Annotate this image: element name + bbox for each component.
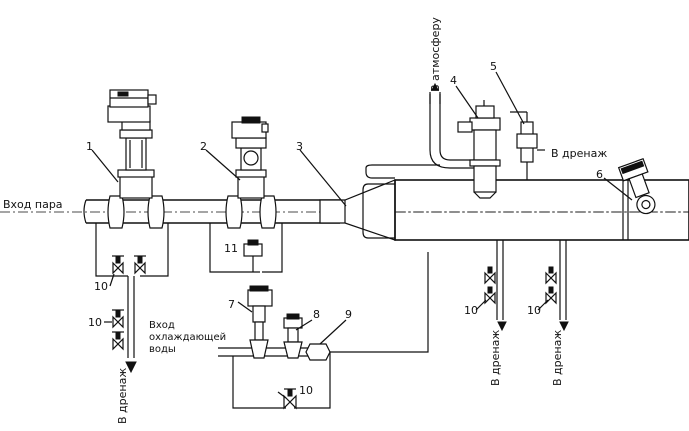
cooling-water-label-3: воды [149,344,176,355]
position-9: 9 [345,308,352,321]
position-5: 5 [490,60,497,73]
position-11: 11 [224,242,238,255]
steam-inlet-label: Вход пара [3,198,63,211]
valve-10-bottom [283,388,297,410]
drain-label-mid1: В дренаж [489,330,502,386]
drain-label-mid2: В дренаж [551,330,564,386]
position-10a: 10 [94,280,108,293]
position-6: 6 [596,168,603,181]
flow-arrows [125,82,569,374]
drain-label-upper: В дренаж [551,147,607,160]
position-3: 3 [296,140,303,153]
steam-pipe-outlet [394,179,689,241]
valve-11 [243,239,263,272]
drain-label-left: В дренаж [116,368,129,424]
valve-9 [305,343,331,361]
atmosphere-label: В атмосферу [429,17,442,92]
position-7: 7 [228,298,235,311]
drain-trap-5 [510,111,545,180]
right-drain-lines [496,240,567,320]
leader-lines [91,71,633,399]
position-10e: 10 [299,384,313,397]
valve-8 [283,313,303,359]
valve-7 [247,285,273,359]
vent-device-4 [429,92,501,199]
cooling-water-label-2: охлаждающей [149,332,226,343]
bypass-loop [312,164,440,353]
position-10d: 10 [527,304,541,317]
position-2: 2 [200,140,207,153]
drain-valves-left [112,255,146,351]
cooling-water-label-1: Вход [149,320,175,331]
steam-diffuser [319,179,396,241]
position-10c: 10 [464,304,478,317]
control-valve-2 [225,116,277,229]
position-8: 8 [313,308,320,321]
position-10b: 10 [88,316,102,329]
left-drain-lines [95,223,283,358]
control-valve-1 [107,89,165,229]
position-1: 1 [86,140,93,153]
sensor-6 [617,157,656,215]
position-4: 4 [450,74,457,87]
drain-valves-right [484,266,557,305]
